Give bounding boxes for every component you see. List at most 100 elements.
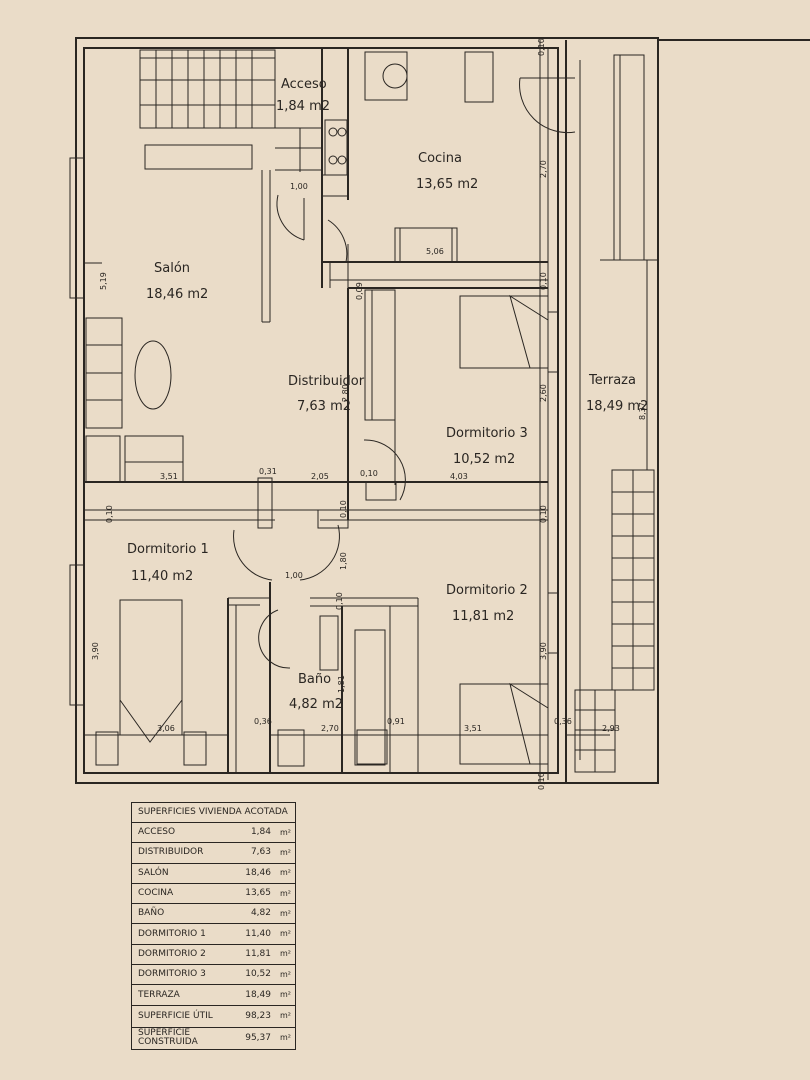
table-row-name: ACCESO	[138, 827, 176, 838]
interior-walls	[84, 48, 658, 773]
dimension-label: 3,06	[157, 724, 175, 733]
room-area-acceso: 1,84 m2	[276, 99, 330, 114]
dimension-label: 2,60	[539, 384, 548, 402]
table-row-value: 10,52	[245, 969, 271, 980]
table-row-value: 1,84	[250, 827, 271, 838]
table-row: SUPERFICIE CONSTRUIDA 95,37 m²	[132, 1028, 295, 1049]
dimension-label: 0,36	[554, 717, 572, 726]
dimension-label: 2,70	[321, 724, 339, 733]
table-row-value: 95,37	[245, 1032, 271, 1043]
dimension-label: 5,19	[99, 272, 108, 290]
table-row-unit: m²	[280, 868, 291, 878]
table-row-name: TERRAZA	[138, 989, 180, 1000]
surfaces-table-rows: ACCESO 1,84 m² DISTRIBUIDOR 7,63 m² SALÓN 18,46…	[132, 823, 295, 1049]
doors	[233, 77, 576, 669]
table-row-name: DORMITORIO 3	[138, 969, 206, 980]
dimension-label: 0,10	[335, 592, 344, 610]
room-area-dormitorio2: 11,81 m2	[452, 609, 514, 624]
table-row: DORMITORIO 3 10,52 m²	[132, 965, 295, 986]
dimension-label: 2,93	[602, 724, 620, 733]
room-name-terraza: Terraza	[588, 373, 636, 388]
dimension-label: 1,00	[285, 571, 303, 580]
room-name-dormitorio2: Dormitorio 2	[446, 583, 528, 598]
table-row-value: 4,82	[250, 908, 271, 919]
dimension-label: 4,03	[450, 472, 468, 481]
room-name-cocina: Cocina	[418, 151, 462, 166]
table-row: TERRAZA 18,49 m²	[132, 985, 295, 1006]
room-labels: Acceso 1,84 m2 Cocina 13,65 m2 Salón 18,…	[127, 77, 648, 712]
windows	[69, 157, 559, 706]
room-name-dormitorio3: Dormitorio 3	[446, 426, 528, 441]
table-row-value: 18,46	[245, 867, 271, 878]
dimension-label: 0,10	[537, 38, 546, 56]
dimension-label: 0,10	[339, 500, 348, 518]
dimension-lines	[84, 40, 648, 783]
table-row-unit: m²	[280, 969, 291, 979]
dimension-label: 3,51	[464, 724, 482, 733]
room-area-terraza: 18,49 m2	[586, 399, 648, 414]
dimension-label: 5,06	[426, 247, 444, 256]
dimension-label: 0,09	[355, 282, 364, 300]
dimension-label: 1,81	[337, 675, 346, 693]
dimension-label: 2,80	[341, 384, 350, 402]
dimension-label: 0,36	[254, 717, 272, 726]
dimension-label: 0,10	[537, 772, 546, 790]
table-row: ACCESO 1,84 m²	[132, 823, 295, 844]
dimension-label: 0,10	[539, 505, 548, 523]
room-area-salon: 18,46 m2	[146, 287, 208, 302]
dimension-label: 1,00	[290, 182, 308, 191]
room-area-bano: 4,82 m2	[289, 697, 343, 712]
table-row-unit: m²	[280, 888, 291, 898]
table-row-value: 18,49	[245, 989, 271, 1000]
table-row-unit: m²	[280, 908, 291, 918]
table-row-unit: m²	[280, 990, 291, 1000]
table-row-name: COCINA	[138, 888, 174, 899]
room-area-distribuidor: 7,63 m2	[297, 399, 351, 414]
table-row-unit: m²	[280, 1033, 291, 1043]
room-area-dormitorio1: 11,40 m2	[131, 569, 193, 584]
surfaces-table: SUPERFICIES VIVIENDA ACOTADA ACCESO 1,84 m…	[131, 802, 296, 1050]
dimension-label: 0,10	[360, 469, 378, 478]
furniture	[85, 51, 549, 767]
table-row-unit: m²	[280, 949, 291, 959]
dimension-label: 0,91	[387, 717, 405, 726]
room-name-acceso: Acceso	[281, 77, 327, 92]
room-area-cocina: 13,65 m2	[416, 177, 478, 192]
table-row-name: DORMITORIO 2	[138, 948, 206, 959]
table-row-name: SUPERFICIE CONSTRUIDA	[138, 1028, 198, 1048]
table-row-value: 7,63	[250, 847, 271, 858]
table-row-name: SUPERFICIE ÚTIL	[138, 1010, 213, 1021]
dimension-label: 8,37	[638, 402, 647, 420]
table-row-unit: m²	[280, 1011, 291, 1021]
table-row-name: SALÓN	[138, 867, 169, 878]
table-row-unit: m²	[280, 929, 291, 939]
room-name-bano: Baño	[298, 672, 331, 687]
room-name-dormitorio1: Dormitorio 1	[127, 542, 209, 557]
table-row-name: DORMITORIO 1	[138, 928, 206, 939]
table-row: SALÓN 18,46 m²	[132, 864, 295, 884]
table-row-unit: m²	[280, 827, 291, 837]
dimension-label: 0,10	[105, 505, 114, 523]
dimension-label: 0,31	[259, 467, 277, 476]
dimension-label: 2,05	[311, 472, 329, 481]
surfaces-table-title: SUPERFICIES VIVIENDA ACOTADA	[132, 803, 295, 823]
room-area-dormitorio3: 10,52 m2	[453, 452, 515, 467]
dimension-label: 0,10	[539, 272, 548, 290]
table-row: SUPERFICIE ÚTIL 98,23 m²	[132, 1006, 295, 1028]
room-name-distribuidor: Distribuidor	[288, 374, 365, 389]
dimension-label: 3,90	[91, 642, 100, 660]
floor-plan: Acceso 1,84 m2 Cocina 13,65 m2 Salón 18,…	[69, 37, 810, 790]
dimension-label: 1,80	[339, 552, 348, 570]
dimension-label: 2,70	[539, 160, 548, 178]
dimension-label: 3,90	[539, 642, 548, 660]
table-row-name: DISTRIBUIDOR	[138, 847, 204, 858]
dimension-labels: 1,00 5,06 2,70 0,10 0,09 5,19 2,80 2,60 …	[91, 38, 647, 790]
dimension-label: 3,51	[160, 472, 178, 481]
outer-walls	[75, 37, 810, 784]
table-row-value: 98,23	[245, 1010, 271, 1021]
